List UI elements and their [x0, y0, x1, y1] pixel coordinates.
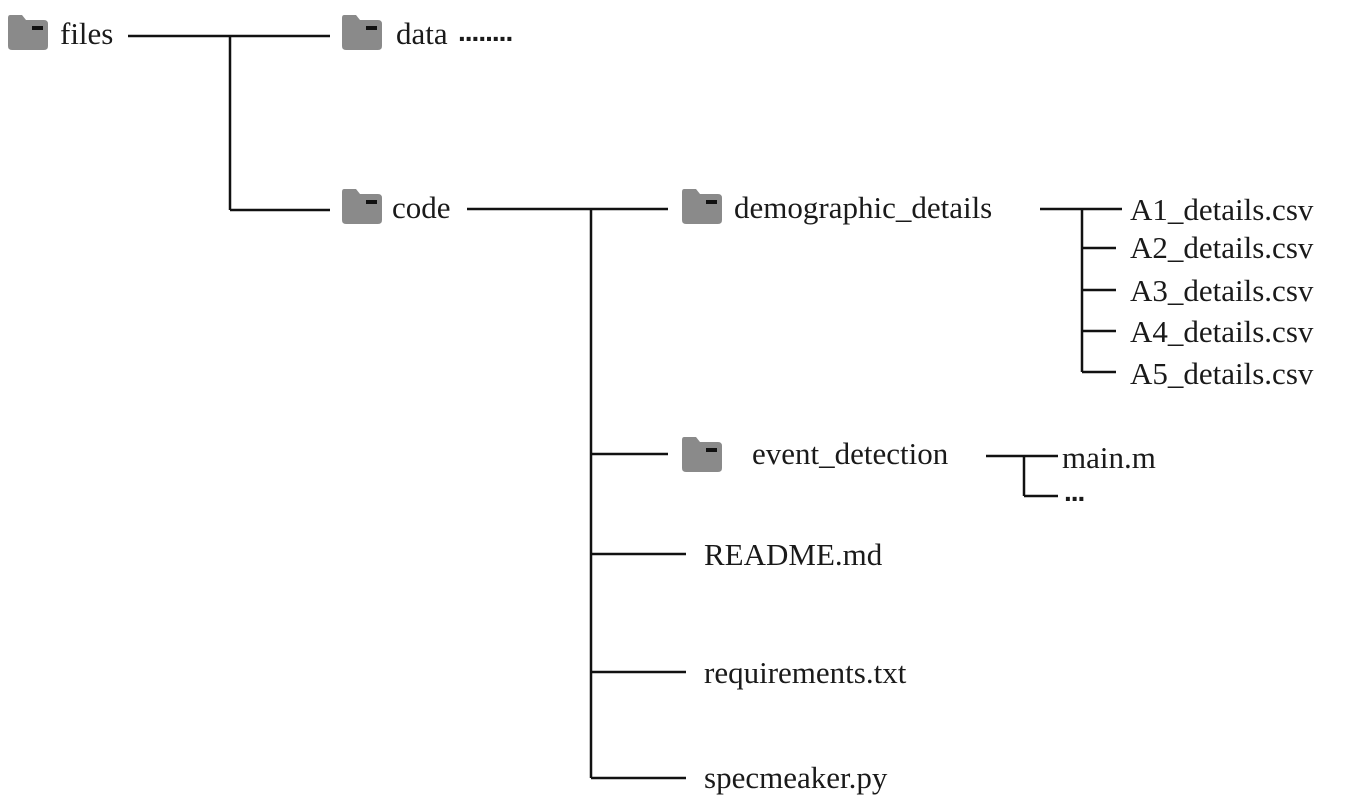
data-ellipsis: ........ — [458, 16, 513, 47]
file-readme[interactable]: README.md — [704, 537, 883, 572]
folder-icon — [342, 189, 382, 224]
folder-label-code[interactable]: code — [392, 190, 451, 225]
folder-icon — [8, 15, 48, 50]
folder-icon — [682, 437, 722, 472]
folder-label-demographic-details[interactable]: demographic_details — [734, 190, 993, 225]
file-a4-details[interactable]: A4_details.csv — [1130, 314, 1314, 349]
folder-label-data[interactable]: data — [396, 16, 448, 51]
folder-icon — [342, 15, 382, 50]
event-detection-ellipsis: ... — [1064, 476, 1085, 507]
folder-label-event-detection[interactable]: event_detection — [752, 436, 949, 471]
folder-label-files[interactable]: files — [60, 16, 114, 51]
file-a5-details[interactable]: A5_details.csv — [1130, 356, 1314, 391]
file-main-m[interactable]: main.m — [1062, 440, 1156, 475]
file-a2-details[interactable]: A2_details.csv — [1130, 230, 1314, 265]
folder-icon — [682, 189, 722, 224]
file-requirements[interactable]: requirements.txt — [704, 655, 907, 690]
file-specmeaker[interactable]: specmeaker.py — [704, 760, 888, 795]
file-a3-details[interactable]: A3_details.csv — [1130, 273, 1314, 308]
file-a1-details[interactable]: A1_details.csv — [1130, 192, 1314, 227]
